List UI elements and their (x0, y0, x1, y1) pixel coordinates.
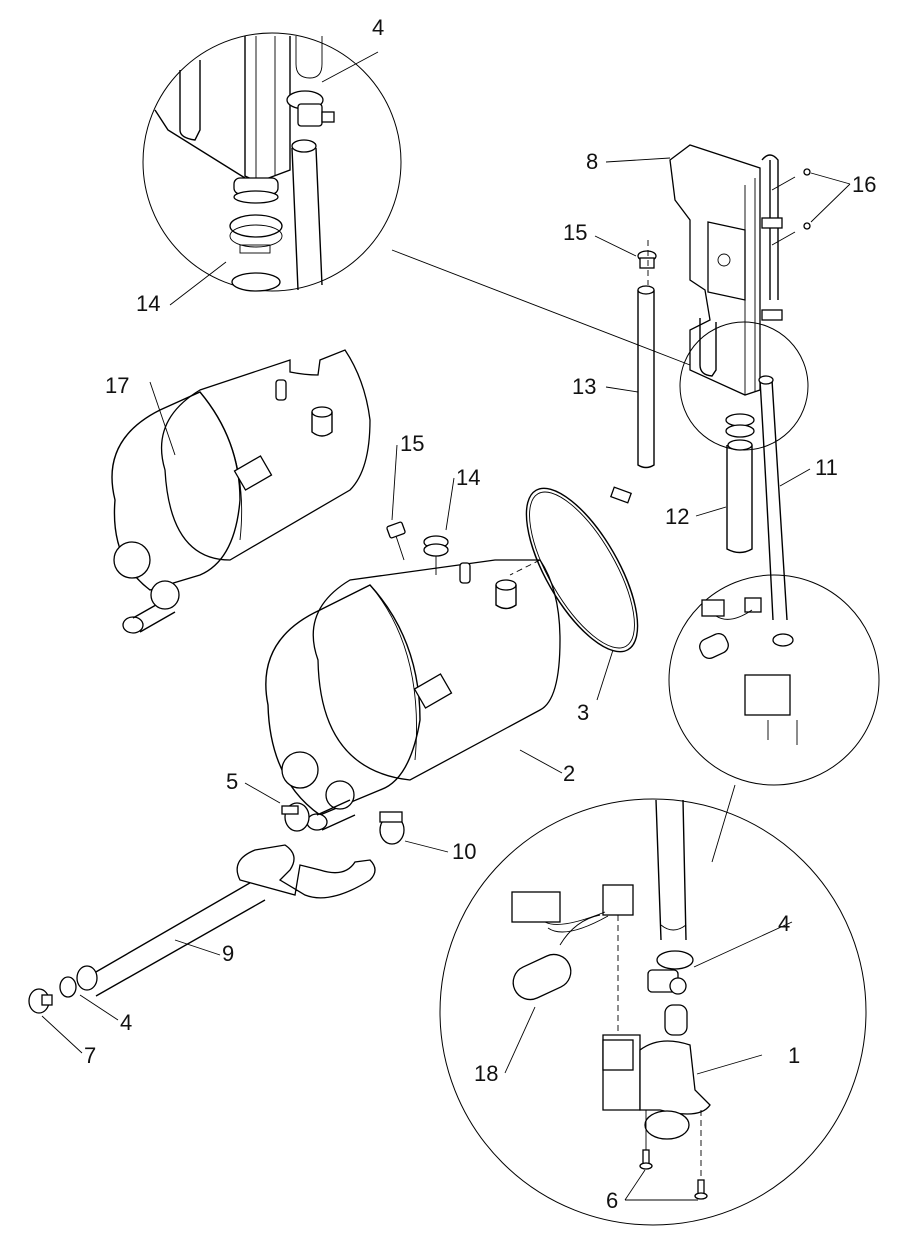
detail-circle-top-left (142, 32, 402, 292)
callout-6: 6 (606, 1188, 619, 1213)
hose-clamp-15-top (637, 240, 657, 285)
vent-tube-13 (637, 285, 655, 469)
leader-lines (41, 51, 851, 1201)
screws-16 (803, 168, 811, 230)
detail-circle-valve-large (439, 798, 867, 1226)
callout-7: 7 (84, 1043, 97, 1068)
air-break-8 (669, 144, 783, 396)
valve-small (699, 597, 798, 745)
callout-12: 12 (665, 504, 690, 529)
callout-4-valve: 4 (778, 911, 791, 936)
drain-cap-7 (28, 988, 53, 1014)
callout-10: 10 (452, 839, 477, 864)
callout-14-tank: 14 (456, 465, 481, 490)
callout-5: 5 (226, 769, 239, 794)
callout-15-top: 15 (563, 220, 588, 245)
hose-clamp-14-airbreak (725, 413, 755, 438)
harness-18 (511, 884, 634, 1001)
callout-2: 2 (563, 761, 576, 786)
callout-8: 8 (586, 149, 599, 174)
callout-17: 17 (105, 373, 130, 398)
callout-18: 18 (474, 1061, 499, 1086)
callout-13: 13 (572, 374, 597, 399)
hose-clamp-4-detail (286, 90, 335, 127)
hose-clamp-4-drain (59, 976, 77, 998)
callout-4-top: 4 (372, 15, 385, 40)
heater-tank-2 (265, 559, 561, 831)
detail-link-line (391, 249, 691, 366)
inlet-hose-11 (758, 375, 788, 621)
detail-circle-valve-small (668, 574, 880, 786)
callout-14-top: 14 (136, 291, 161, 316)
hose-clamp-4-valve (647, 950, 694, 995)
inlet-hose-11-detail (655, 799, 687, 941)
heater-tank-17 (111, 349, 371, 634)
callout-4-drain: 4 (120, 1010, 133, 1035)
hose-clamp-10 (379, 811, 405, 845)
tank-band-clamp-3 (509, 486, 639, 653)
inlet-valve-1 (602, 1004, 711, 1140)
detail-link-valve (711, 784, 736, 863)
hose-clamp-14-tank (423, 535, 449, 575)
callout-11: 11 (815, 455, 838, 480)
callout-3: 3 (577, 700, 590, 725)
drain-hose-9 (76, 844, 376, 997)
callout-16: 16 (852, 172, 877, 197)
hose-clamp-5 (281, 802, 310, 832)
hose-clamp-14-detail (229, 214, 283, 254)
callout-1: 1 (788, 1043, 801, 1068)
screws-6 (639, 1110, 708, 1200)
callout-9: 9 (222, 941, 235, 966)
hose-12 (726, 439, 753, 554)
hose-clamp-15-tank (386, 521, 406, 561)
callout-15-tank: 15 (400, 431, 425, 456)
